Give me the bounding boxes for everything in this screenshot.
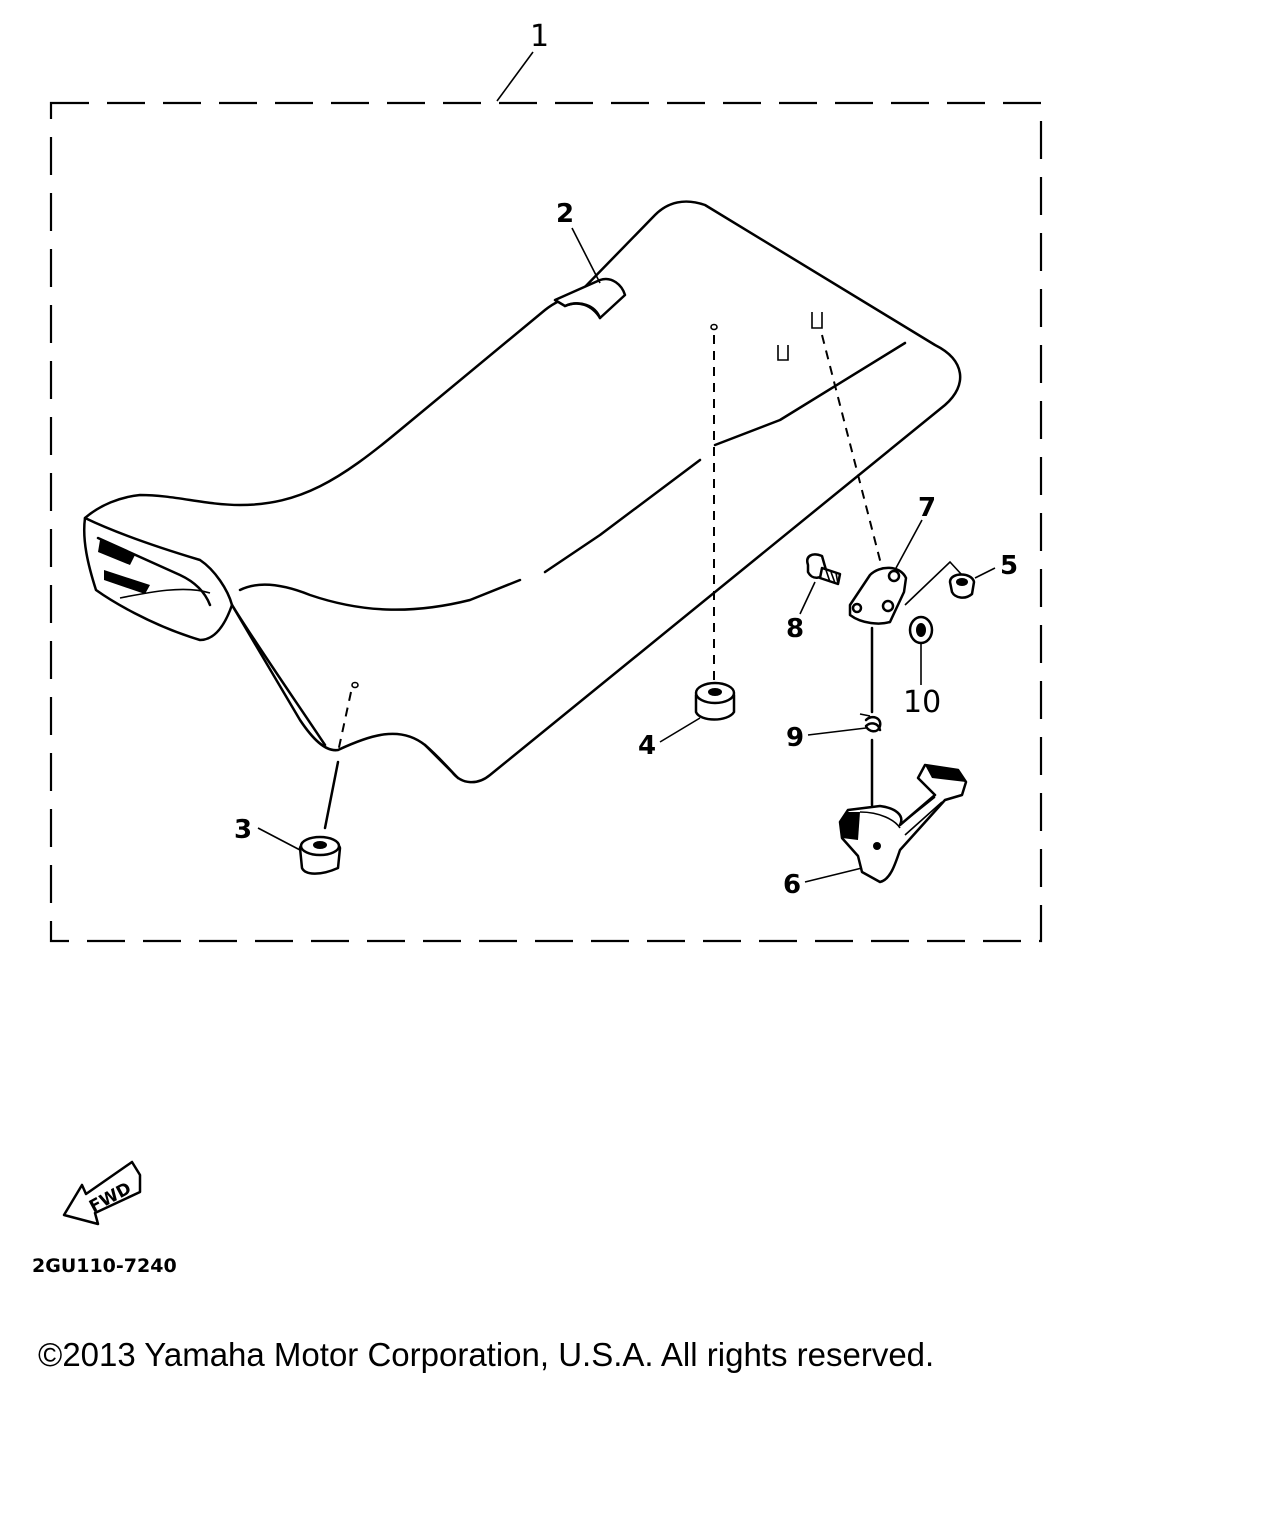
callout-4: 4 (638, 731, 656, 761)
seat-hole-pair-a (777, 345, 789, 361)
leader-line-6 (804, 867, 863, 883)
part-2-seat-clip (553, 277, 627, 320)
part-3-damper (298, 835, 342, 875)
callout-7: 7 (918, 493, 936, 523)
fwd-arrow-icon: FWD (62, 1160, 142, 1226)
seat-hole-rear (351, 681, 359, 689)
assembly-line-7 (821, 334, 883, 569)
callout-10: 10 (903, 685, 941, 720)
part-4-damper (694, 681, 736, 721)
copyright-notice: ©2013 Yamaha Motor Corporation, U.S.A. A… (38, 1336, 935, 1373)
part-9-spring (859, 713, 882, 733)
callout-6: 6 (783, 870, 801, 900)
leader-line-8 (799, 581, 816, 615)
part-8-bolt (806, 553, 842, 586)
leader-line-7 (895, 519, 923, 569)
seat-hole-front (710, 323, 718, 331)
leader-line-5 (904, 560, 963, 606)
callout-1: 1 (530, 19, 549, 54)
diagram-code: 2GU110-7240 (32, 1255, 177, 1277)
callout-8: 8 (786, 614, 804, 644)
leader-line-1 (496, 51, 534, 102)
callout-5: 5 (1000, 551, 1018, 581)
part-10-washer (908, 615, 934, 645)
assembly-boundary-box (49, 101, 1043, 943)
leader-line-2 (571, 227, 601, 284)
leader-line-4 (659, 717, 701, 743)
callout-2: 2 (556, 199, 574, 229)
part-7-bracket (848, 566, 908, 625)
assembly-line-3 (337, 691, 352, 753)
leader-line-3 (257, 827, 301, 851)
callout-9: 9 (786, 723, 804, 753)
part-5-nut (948, 573, 976, 599)
callout-3: 3 (234, 815, 252, 845)
leader-line-9 (807, 727, 867, 736)
part-6-hook (838, 763, 968, 884)
seat-hole-pair-b (811, 312, 823, 329)
seat-body (83, 200, 962, 784)
